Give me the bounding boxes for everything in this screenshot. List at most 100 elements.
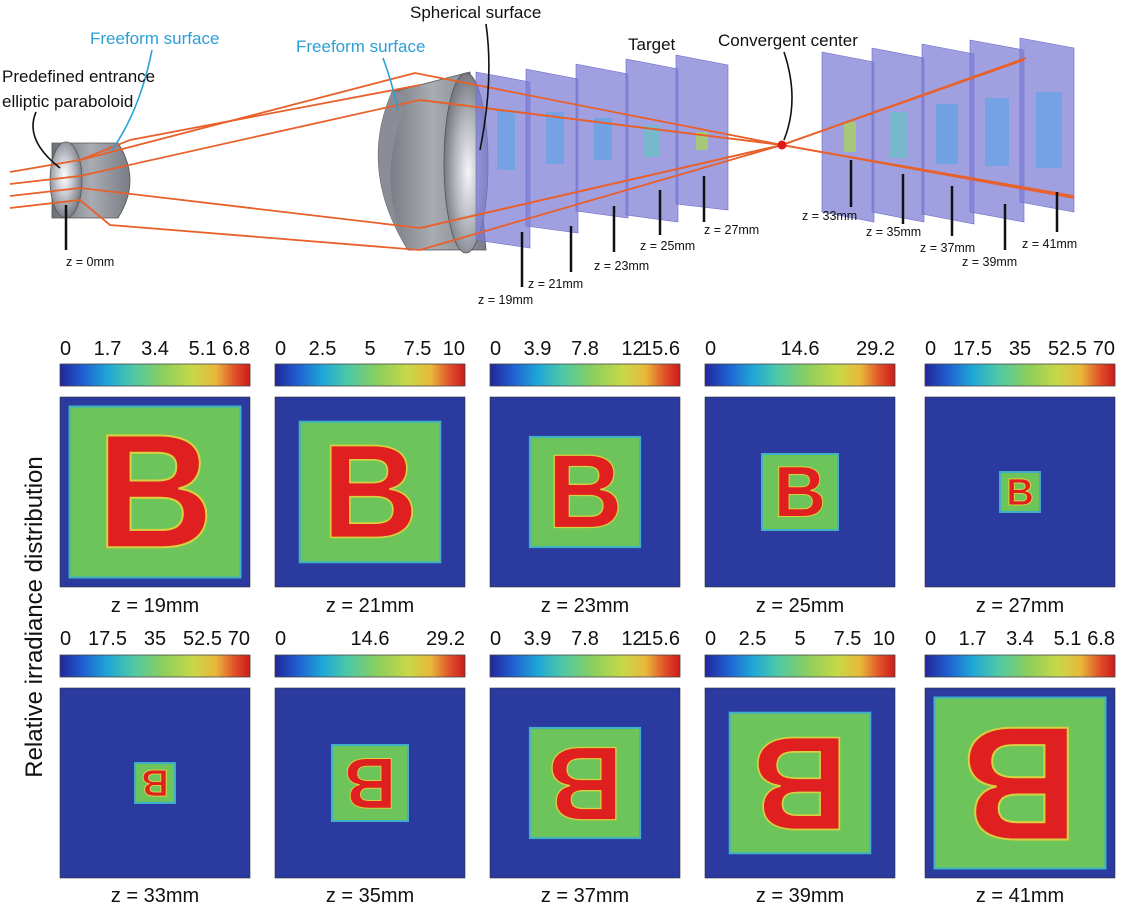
panel-z-label: z = 19mm	[111, 595, 199, 617]
spherical-surface-label: Spherical surface	[410, 3, 541, 22]
freeform-surface-label-1: Freeform surface	[90, 29, 219, 48]
convergent-center-dot	[777, 140, 787, 150]
letter-b-pattern: B	[774, 453, 826, 533]
colorbar-tick-label: 70	[1093, 338, 1115, 360]
convergent-center-label: Convergent center	[718, 31, 858, 50]
letter-b-pattern: B	[96, 401, 213, 582]
panel-z-label: z = 35mm	[326, 885, 414, 907]
plane-label: z = 39mm	[962, 255, 1017, 269]
target-planes-front	[475, 54, 729, 249]
colorbar-tick-label: 35	[144, 628, 166, 650]
panel-z-label: z = 23mm	[541, 595, 629, 617]
colorbar	[59, 654, 251, 678]
colorbar-tick-label: 0	[60, 628, 71, 650]
leader-lines	[32, 23, 793, 169]
colorbar-tick-label: 17.5	[953, 338, 992, 360]
colorbar-tick-label: 7.5	[834, 628, 862, 650]
plane-label: z = 41mm	[1022, 237, 1077, 251]
colorbar	[274, 363, 466, 387]
colorbar-tick-label: 10	[443, 338, 465, 360]
letter-b-pattern: B	[547, 724, 623, 841]
letter-b-pattern: B	[1006, 472, 1033, 514]
colorbar-tick-label: 0	[60, 338, 71, 360]
colorbar-tick-label: 3.4	[141, 338, 169, 360]
colorbar-tick-label: 52.5	[1048, 338, 1087, 360]
illuminated-square	[528, 435, 642, 549]
illuminated-square	[298, 420, 442, 564]
letter-b-pattern: B	[322, 417, 418, 566]
colorbar-tick-label: 35	[1009, 338, 1031, 360]
colorbar-tick-label: 0	[275, 338, 286, 360]
colorbar-tick-label: 29.2	[426, 628, 465, 650]
colorbar	[274, 654, 466, 678]
illuminated-square	[528, 726, 642, 840]
colorbar-tick-label: 7.8	[571, 338, 599, 360]
colorbar-tick-label: 14.6	[351, 628, 390, 650]
entrance-lens	[49, 141, 131, 219]
optical-layout-diagram: Predefined entrance elliptic paraboloid …	[2, 3, 1077, 307]
colorbar-tick-label: 3.4	[1006, 628, 1034, 650]
colorbar-tick-label: 0	[490, 628, 501, 650]
colorbar-tick-label: 14.6	[781, 338, 820, 360]
plane-label: z = 35mm	[866, 225, 921, 239]
y-axis-label: Relative irradiance distribution	[21, 456, 48, 778]
colorbar-tick-label: 0	[705, 628, 716, 650]
plane-label: z = 23mm	[594, 259, 649, 273]
colorbar-tick-label: 70	[228, 628, 250, 650]
panel-z-label: z = 37mm	[541, 885, 629, 907]
entrance-label-line-2: elliptic paraboloid	[2, 92, 133, 111]
illuminated-square	[761, 453, 839, 531]
colorbar	[704, 654, 896, 678]
colorbar-tick-label: 5	[794, 628, 805, 650]
colorbar-tick-label: 5.1	[189, 338, 217, 360]
colorbar-tick-label: 15.6	[641, 628, 680, 650]
illuminated-square	[933, 696, 1107, 870]
letter-b-pattern: B	[752, 709, 848, 858]
colorbar	[704, 363, 896, 387]
colorbar-tick-label: 0	[705, 338, 716, 360]
panel-z-label: z = 41mm	[976, 885, 1064, 907]
entrance-label-line-1: Predefined entrance	[2, 67, 155, 86]
plane-label: z = 27mm	[704, 223, 759, 237]
colorbar-tick-label: 0	[490, 338, 501, 360]
letter-b-pattern: B	[141, 761, 168, 803]
illuminated-square	[728, 711, 872, 855]
colorbar-tick-label: 6.8	[222, 338, 250, 360]
colorbar-tick-label: 7.5	[404, 338, 432, 360]
plane-label: z = 19mm	[478, 293, 533, 307]
illuminated-square	[134, 762, 176, 804]
irradiance-panel: 0 14.6 29.2Bz = 35mm	[274, 628, 466, 907]
rays	[9, 57, 1075, 251]
colorbar-tick-label: 5.1	[1054, 628, 1082, 650]
target-planes-back	[821, 37, 1075, 225]
letter-b-pattern: B	[961, 693, 1078, 874]
colorbar-tick-label: 7.8	[571, 628, 599, 650]
panel-z-label: z = 21mm	[326, 595, 414, 617]
colorbar-tick-label: 12	[621, 628, 643, 650]
colorbar-tick-label: 3.9	[524, 338, 552, 360]
letter-b-pattern: B	[547, 434, 623, 551]
z0-label: z = 0mm	[66, 255, 114, 269]
colorbar	[489, 363, 681, 387]
colorbar-tick-label: 0	[275, 628, 286, 650]
colorbar-tick-label: 10	[873, 628, 895, 650]
letter-b-pattern: B	[344, 742, 396, 822]
plane-label: z = 21mm	[528, 277, 583, 291]
colorbar	[924, 654, 1116, 678]
colorbar-tick-label: 6.8	[1087, 628, 1115, 650]
colorbar-tick-label: 5	[364, 338, 375, 360]
panel-z-label: z = 25mm	[756, 595, 844, 617]
illuminated-square	[68, 405, 242, 579]
colorbar-tick-label: 3.9	[524, 628, 552, 650]
colorbar-tick-label: 0	[925, 338, 936, 360]
plane-label: z = 37mm	[920, 241, 975, 255]
